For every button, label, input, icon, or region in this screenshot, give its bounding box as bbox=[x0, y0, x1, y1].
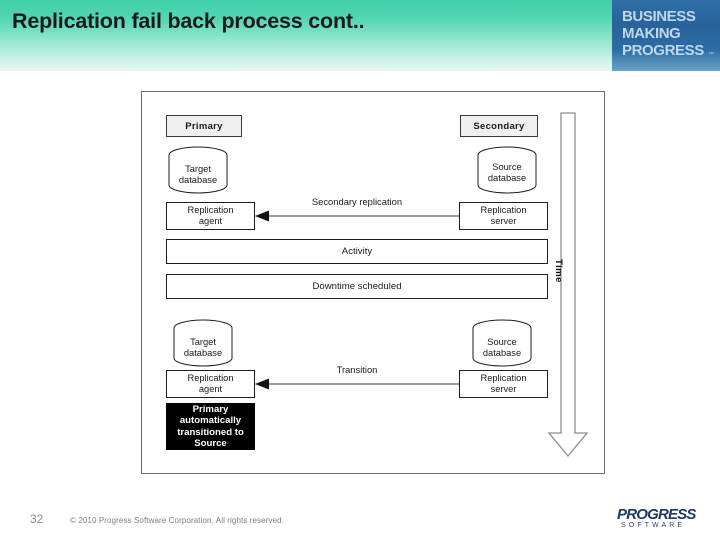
progress-software-logo-word: PROGRESS bbox=[617, 506, 696, 523]
replication-agent-label-line1: Replication bbox=[187, 373, 234, 383]
progress-software-logo-sub: SOFTWARE bbox=[621, 522, 686, 529]
replication-server-label-line1: Replication bbox=[480, 205, 527, 215]
role-chip-primary: Primary bbox=[166, 115, 242, 137]
progress-software-logo: PROGRESS SOFTWARE bbox=[617, 506, 713, 532]
page-title: Replication fail back process cont.. bbox=[12, 9, 365, 33]
callout-line1: Primary bbox=[192, 403, 229, 415]
target-database-cylinder-top: Target database bbox=[167, 146, 229, 194]
callout-line3: transitioned to bbox=[177, 426, 244, 438]
connector-secondary-replication: Secondary replication bbox=[255, 196, 459, 226]
time-axis-arrow-icon: Time bbox=[547, 111, 593, 459]
callout-line4: Source bbox=[194, 437, 227, 449]
replication-agent-label-line1: Replication bbox=[187, 205, 234, 215]
replication-agent-box-bottom: Replication agent bbox=[166, 370, 255, 398]
slide-header: Replication fail back process cont.. BUS… bbox=[0, 0, 720, 71]
callout-primary-transitioned-to-source: Primary automatically transitioned to So… bbox=[166, 403, 255, 450]
brand-line-business: BUSINESS bbox=[622, 8, 696, 25]
replication-agent-box-top: Replication agent bbox=[166, 202, 255, 230]
source-database-cylinder-top: Source database bbox=[476, 146, 538, 194]
replication-agent-label-line2: agent bbox=[198, 216, 223, 226]
callout-line2: automatically bbox=[179, 415, 242, 427]
activity-bar: Activity bbox=[166, 239, 548, 264]
replication-server-box-bottom: Replication server bbox=[459, 370, 548, 398]
brand-line-progress: PROGRESS bbox=[622, 42, 704, 59]
replication-server-label-line2: server bbox=[490, 384, 517, 394]
role-chip-secondary: Secondary bbox=[460, 115, 538, 137]
replication-server-label-line2: server bbox=[490, 216, 517, 226]
brand-line-making: MAKING bbox=[622, 25, 681, 42]
replication-server-box-top: Replication server bbox=[459, 202, 548, 230]
replication-failback-diagram: Primary Secondary Target database Source… bbox=[141, 91, 605, 474]
connector-transition: Transition bbox=[255, 364, 459, 394]
connector-transition-label: Transition bbox=[336, 364, 378, 375]
replication-server-label-line1: Replication bbox=[480, 373, 527, 383]
connector-secondary-replication-label: Secondary replication bbox=[311, 196, 403, 207]
downtime-scheduled-bar: Downtime scheduled bbox=[166, 274, 548, 299]
source-database-cylinder-bottom: Source database bbox=[471, 319, 533, 367]
target-database-cylinder-bottom: Target database bbox=[172, 319, 234, 367]
business-making-progress-logo: BUSINESS MAKING PROGRESS ™ bbox=[612, 0, 720, 71]
time-axis-label: Time bbox=[553, 259, 564, 283]
page-number: 32 bbox=[30, 512, 44, 526]
trademark-icon: ™ bbox=[708, 52, 714, 58]
replication-agent-label-line2: agent bbox=[198, 384, 223, 394]
copyright-notice: © 2010 Progress Software Corporation. Al… bbox=[70, 516, 285, 525]
